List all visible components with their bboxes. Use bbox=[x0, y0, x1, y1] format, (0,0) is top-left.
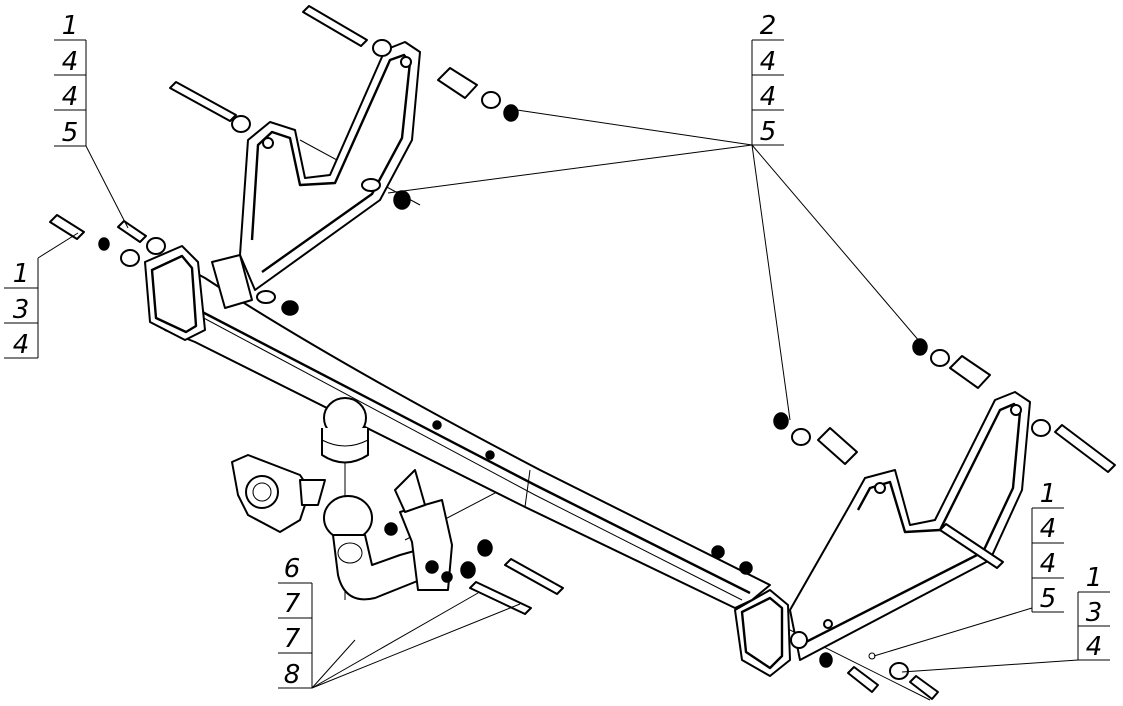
callout-5-row-2: 4 bbox=[1040, 514, 1057, 544]
callout-3-row-2: 4 bbox=[760, 47, 777, 77]
callout-2-row-3: 4 bbox=[13, 330, 30, 360]
callout-5-row-1: 1 bbox=[1040, 479, 1057, 509]
callout-4-row-3: 7 bbox=[284, 624, 301, 654]
callout-5-row-4: 5 bbox=[1040, 584, 1057, 614]
callout-4-row-2: 7 bbox=[284, 589, 301, 619]
callout-right bbox=[1031, 507, 1064, 613]
right-bracket bbox=[789, 391, 1031, 668]
callout-bottom-right bbox=[1077, 591, 1110, 661]
leader-lines bbox=[37, 109, 1079, 689]
tow-ball-assembly bbox=[321, 397, 453, 601]
callout-6-row-2: 3 bbox=[1086, 598, 1103, 628]
socket-bracket bbox=[231, 454, 326, 533]
callout-6-row-3: 4 bbox=[1086, 632, 1103, 662]
callout-top-left bbox=[54, 39, 87, 147]
callout-3-row-4: 5 bbox=[760, 117, 777, 147]
callout-5-row-3: 4 bbox=[1040, 549, 1057, 579]
cross-beam bbox=[144, 245, 791, 677]
callout-4-row-1: 6 bbox=[284, 554, 301, 584]
callout-2-row-1: 1 bbox=[13, 259, 30, 289]
callout-1-row-4: 5 bbox=[62, 118, 79, 148]
callout-top-right bbox=[751, 39, 784, 146]
left-bracket bbox=[211, 41, 421, 316]
callout-3-row-1: 2 bbox=[760, 11, 777, 41]
callout-bottom-left bbox=[278, 582, 313, 689]
callout-3-row-3: 4 bbox=[760, 82, 777, 112]
callout-4-row-4: 8 bbox=[284, 660, 301, 690]
callout-6-row-1: 1 bbox=[1086, 563, 1103, 593]
callout-2-row-2: 3 bbox=[13, 295, 30, 325]
callout-left bbox=[4, 258, 39, 359]
callout-1-row-1: 1 bbox=[62, 11, 79, 41]
fasteners bbox=[49, 5, 1116, 700]
callout-1-row-2: 4 bbox=[62, 47, 79, 77]
callout-1-row-3: 4 bbox=[62, 82, 79, 112]
